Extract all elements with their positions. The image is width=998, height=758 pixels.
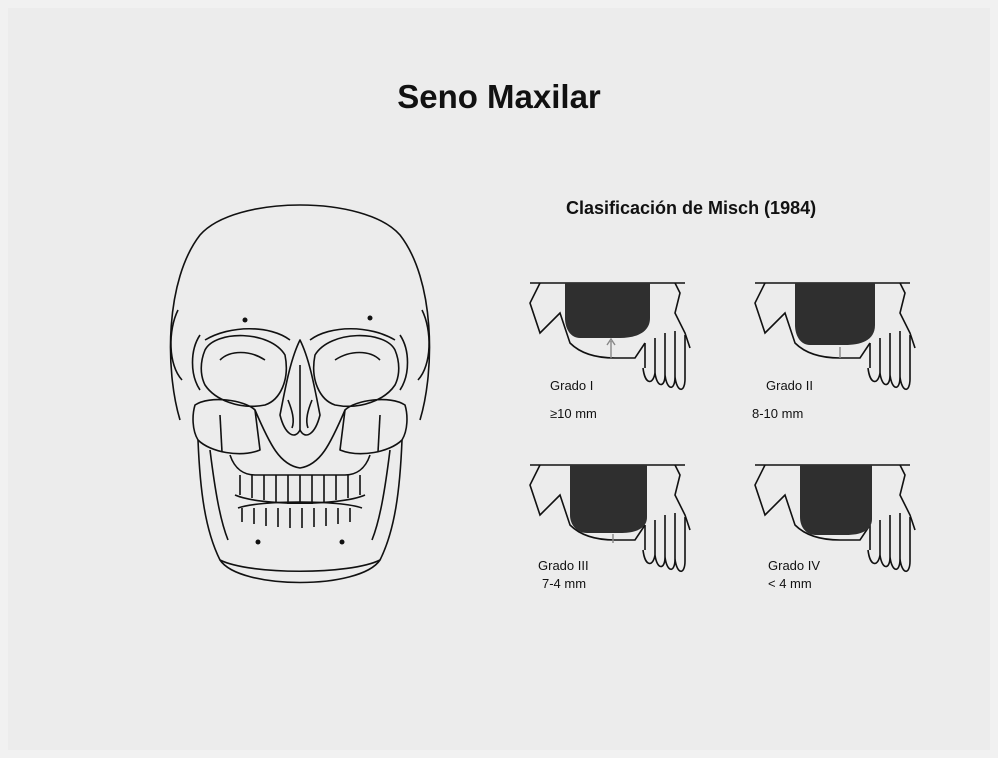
grade-3-label: Grado III bbox=[538, 558, 589, 573]
grade-2-value: 8-10 mm bbox=[752, 406, 803, 421]
classification-subtitle: Clasificación de Misch (1984) bbox=[566, 198, 816, 219]
grade-1-value: ≥10 mm bbox=[550, 406, 597, 421]
grade-2-label: Grado II bbox=[766, 378, 813, 393]
slide-title: Seno Maxilar bbox=[0, 78, 998, 116]
grade-4-label: Grado IV bbox=[768, 558, 820, 573]
grade-3-value: 7-4 mm bbox=[542, 576, 586, 591]
grade-1-label: Grado I bbox=[550, 378, 593, 393]
grade-4-value: < 4 mm bbox=[768, 576, 812, 591]
skull-illustration bbox=[160, 190, 440, 600]
